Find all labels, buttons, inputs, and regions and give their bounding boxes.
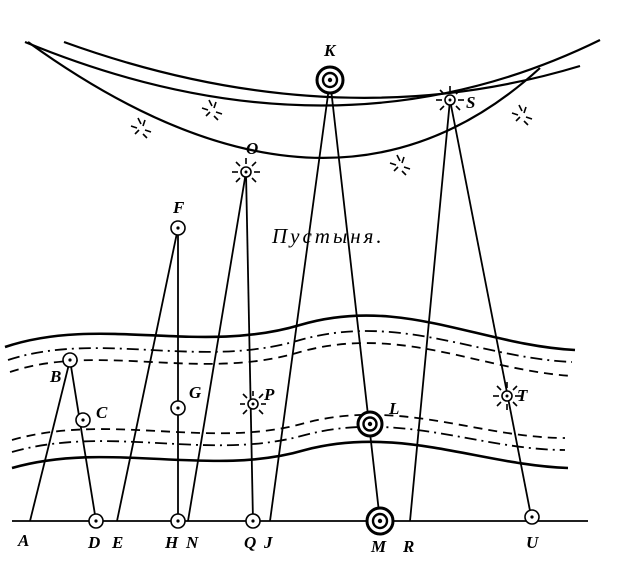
label-E: E	[111, 533, 123, 552]
line-B-D	[69, 359, 97, 522]
label-Q: Q	[244, 533, 256, 552]
label-G: G	[189, 383, 202, 402]
star-unlabeled-2	[201, 99, 223, 121]
marker-H	[170, 513, 186, 529]
label-O: O	[246, 139, 258, 158]
label-D: D	[87, 533, 100, 552]
label-U: U	[526, 533, 539, 552]
star-S	[436, 86, 464, 111]
star-markers	[130, 86, 533, 415]
star-unlabeled-1	[130, 117, 152, 139]
line-K-M	[329, 79, 381, 522]
point-labels: A B C D E F G H N O P Q J K L M R S T U	[17, 41, 539, 556]
marker-U	[524, 509, 540, 525]
label-M: M	[370, 537, 387, 556]
label-L: L	[388, 399, 399, 418]
desert-caption: Пустыня.	[271, 224, 385, 248]
star-P	[240, 391, 266, 415]
marker-C	[75, 412, 91, 428]
marker-G	[170, 400, 186, 416]
river-edge-bottom	[11, 440, 569, 470]
river-line-dashdot-upper	[7, 330, 573, 363]
sky-arc-outer	[24, 39, 601, 107]
river-edge-top	[4, 314, 576, 352]
star-T	[493, 382, 521, 410]
marker-M	[365, 506, 395, 536]
marker-K	[315, 65, 345, 95]
label-B: B	[49, 367, 61, 386]
marker-L	[356, 410, 384, 438]
label-N: N	[185, 533, 199, 552]
label-P: P	[263, 385, 275, 404]
line-J-K	[269, 79, 331, 522]
line-E-F	[116, 227, 179, 522]
star-unlabeled-4	[511, 104, 533, 126]
label-T: T	[517, 386, 528, 405]
river-band	[4, 314, 576, 470]
sky-arcs	[24, 39, 601, 159]
label-H: H	[164, 533, 179, 552]
label-F: F	[172, 198, 185, 217]
marker-B	[62, 352, 78, 368]
marker-Q	[245, 513, 261, 529]
river-line-dash-lower	[11, 413, 566, 441]
line-O-Q	[245, 171, 254, 522]
line-S-U	[449, 99, 533, 522]
line-N-O	[187, 171, 247, 522]
line-R-S	[409, 99, 451, 522]
river-line-dash-upper	[9, 342, 573, 377]
label-C: C	[96, 403, 108, 422]
bold-markers	[315, 65, 395, 536]
star-O	[232, 158, 260, 183]
line-A-B	[29, 359, 71, 522]
sky-arc-inner	[27, 41, 541, 159]
label-J: J	[263, 533, 273, 552]
label-S: S	[466, 93, 475, 112]
marker-F	[170, 220, 186, 236]
label-R: R	[402, 537, 414, 556]
star-unlabeled-3	[389, 154, 411, 176]
sight-lines	[29, 79, 533, 522]
label-K: K	[323, 41, 337, 60]
markers	[62, 220, 540, 529]
label-A: A	[17, 531, 29, 550]
river-line-dashdot-lower	[11, 425, 566, 453]
marker-D	[88, 513, 104, 529]
